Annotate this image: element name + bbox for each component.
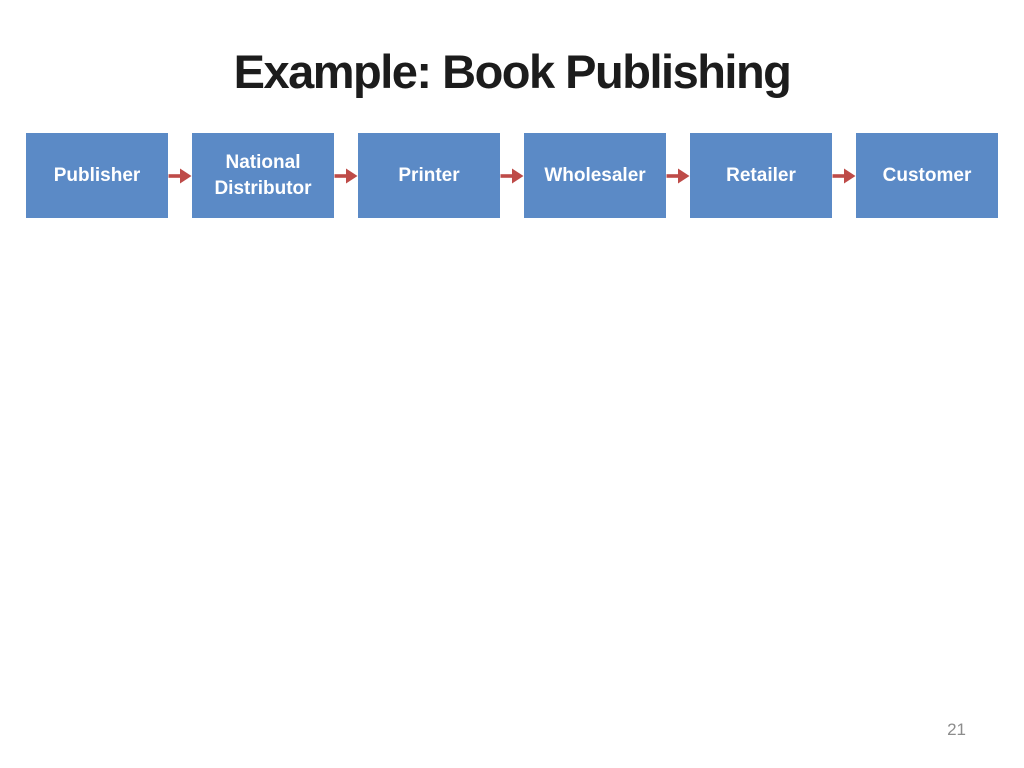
flow-node-printer: Printer <box>358 133 500 218</box>
arrow-right-icon <box>334 133 358 218</box>
arrow-right-icon <box>666 133 690 218</box>
flow-node-wholesaler: Wholesaler <box>524 133 666 218</box>
page-number: 21 <box>947 720 966 739</box>
arrow-right-icon <box>500 133 524 218</box>
arrow-right-icon <box>168 133 192 218</box>
flow-node-retailer: Retailer <box>690 133 832 218</box>
flow-node-publisher: Publisher <box>26 133 168 218</box>
slide-title: Example: Book Publishing <box>233 45 792 98</box>
arrow-right-icon <box>832 133 856 218</box>
flow-node-national-distributor: National Distributor <box>192 133 334 218</box>
supply-chain-flow-diagram: Publisher National Distributor Printer W… <box>26 133 998 218</box>
flow-node-customer: Customer <box>856 133 998 218</box>
